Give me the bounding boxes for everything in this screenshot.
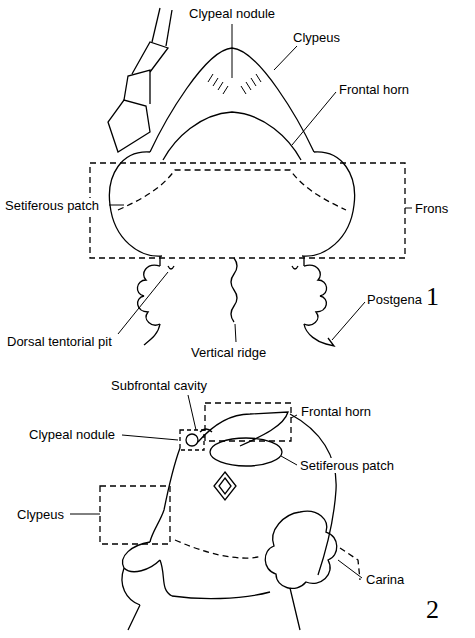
clypeal-nodule-box — [180, 430, 204, 450]
part-label: Subfrontal cavity — [110, 378, 208, 393]
clypeal-nodule-hatching — [208, 74, 261, 94]
head-lower-lateral — [128, 588, 300, 630]
tentorial-pit-right — [292, 266, 298, 269]
part-label: Setiferous patch — [299, 458, 395, 473]
clypeus-box — [100, 486, 170, 544]
head-back-lateral — [290, 414, 336, 575]
clypeal-nodule-lateral — [186, 434, 198, 446]
frons-box — [90, 163, 405, 258]
part-label: Carina — [365, 572, 405, 587]
leader-lines-2 — [70, 395, 362, 578]
head-left-lower — [144, 256, 160, 345]
part-label: Clypeal nodule — [28, 427, 116, 442]
setiferous-patch-lateral — [210, 438, 282, 466]
carina-dashed-line — [175, 540, 360, 580]
head-front-lateral — [150, 448, 180, 542]
figure-number: 2 — [425, 596, 440, 624]
part-label: Frontal horn — [300, 404, 372, 419]
setiferous-lobe-right — [302, 152, 355, 256]
frontal-horn — [163, 112, 301, 160]
mouthparts — [122, 542, 172, 605]
setiferous-lobe-left — [109, 152, 162, 256]
part-label: Frons — [414, 201, 449, 216]
part-label: Frontal horn — [338, 82, 410, 97]
part-label: Setiferous patch — [4, 198, 100, 213]
part-label: Clypeus — [292, 30, 341, 45]
frontal-horn-box — [205, 403, 291, 441]
frontal-horn-lateral — [198, 412, 288, 446]
tentorial-pit-left — [168, 266, 174, 269]
part-label: Clypeus — [16, 507, 65, 522]
eye-lateral — [214, 472, 236, 500]
antenna — [108, 8, 172, 152]
part-label: Dorsal tentorial pit — [6, 334, 113, 349]
frons-inner — [118, 170, 346, 210]
carina — [265, 511, 337, 588]
part-label: Clypeal nodule — [188, 6, 276, 21]
eye-right — [304, 265, 327, 325]
subfrontal-cavity — [200, 429, 212, 432]
postgena — [304, 256, 334, 346]
part-label: Postgena — [366, 292, 423, 307]
figure-number: 1 — [425, 283, 440, 311]
vertical-ridge — [231, 258, 237, 322]
part-label: Vertical ridge — [190, 345, 267, 360]
